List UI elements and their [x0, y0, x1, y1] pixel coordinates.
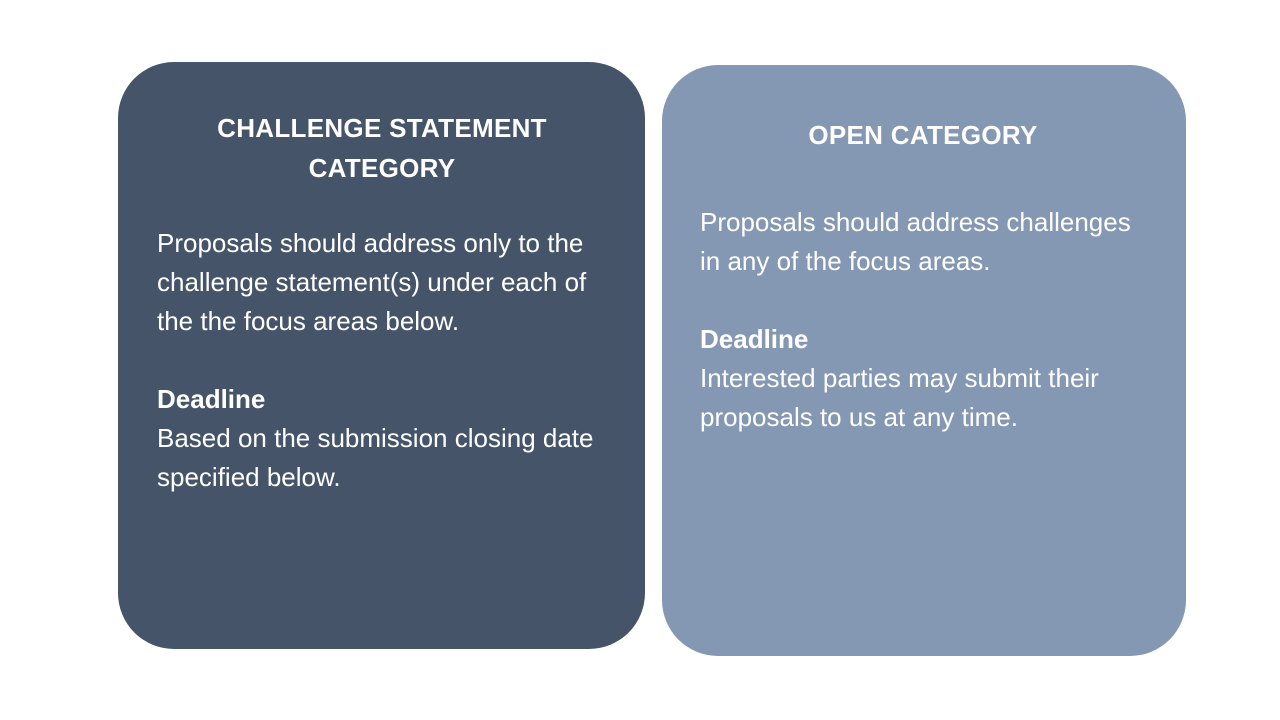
card-title-open-category: OPEN CATEGORY [808, 120, 1038, 150]
deadline-group-challenge-statement-category: Deadline Based on the submission closing… [157, 380, 607, 497]
deadline-heading-open-category: Deadline [700, 324, 809, 354]
deadline-group-open-category: Deadline Interested parties may submit t… [700, 320, 1146, 437]
card-open-category: OPEN CATEGORY Proposals should address c… [662, 65, 1186, 656]
card-intro-open-category: Proposals should address challenges in a… [700, 207, 1131, 276]
deadline-body-open-category: Interested parties may submit their prop… [700, 363, 1099, 432]
card-title-challenge-statement-category: CHALLENGE STATEMENT CATEGORY [217, 113, 547, 183]
card-intro-challenge-statement-category: Proposals should address only to the cha… [157, 228, 587, 336]
deadline-heading-challenge-statement-category: Deadline [157, 384, 266, 414]
card-challenge-statement-category: CHALLENGE STATEMENT CATEGORY Proposals s… [118, 62, 645, 649]
deadline-body-challenge-statement-category: Based on the submission closing date spe… [157, 423, 594, 492]
